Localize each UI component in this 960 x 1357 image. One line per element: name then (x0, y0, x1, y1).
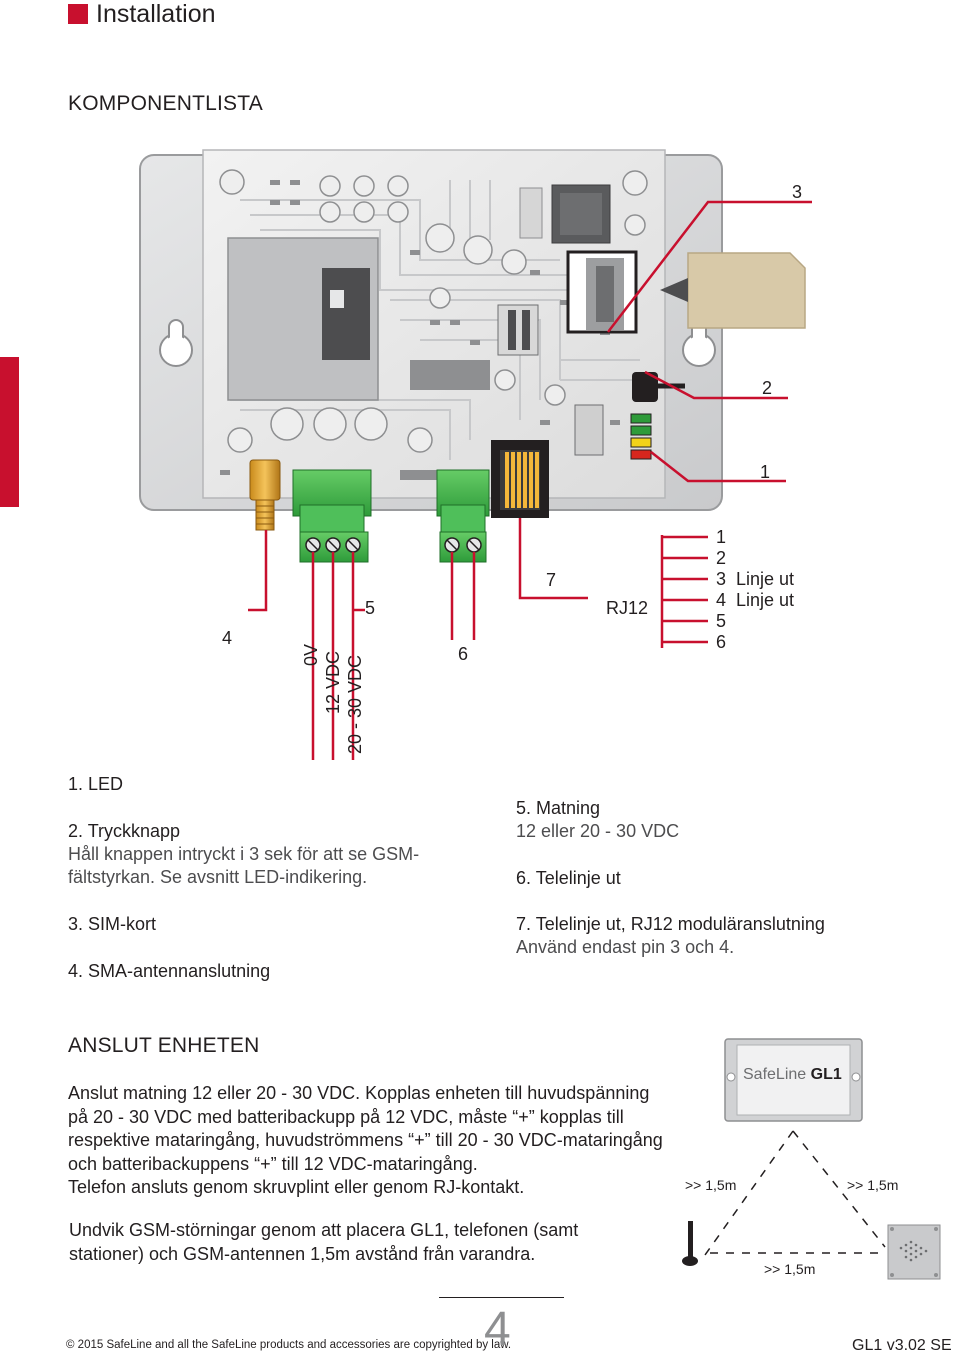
distance-label-right: >> 1,5m (847, 1177, 899, 1193)
text-line: respektive mataringång, huvudströmmens “… (68, 1130, 663, 1150)
side-tab-marker (0, 357, 19, 507)
callout-2: 2 (762, 378, 773, 398)
legend-item-6: 6. Telelinje ut (516, 867, 621, 890)
section-heading-komponentlista: KOMPONENTLISTA (68, 92, 263, 115)
rj12-pin-4: 4 Linje ut (716, 590, 795, 610)
rj12-pin-3: 3 Linje ut (716, 569, 795, 589)
legend-title: 1. LED (68, 774, 124, 794)
callout-1: 1 (760, 462, 771, 482)
section-heading-anslut-enheten: ANSLUT ENHETEN (68, 1034, 260, 1057)
callout-rj12: RJ12 (606, 598, 649, 618)
callout-3: 3 (792, 182, 803, 202)
footer-rule (439, 1297, 564, 1298)
device-diagram (139, 149, 812, 760)
placement-distance-figure (682, 1038, 941, 1280)
sma-antenna-connector (249, 459, 281, 531)
legend-title: 2. Tryckknapp (68, 821, 181, 841)
power-terminal-block (292, 469, 372, 563)
legend-desc: 12 eller 20 - 30 VDC (516, 821, 680, 841)
legend-title: 7. Telelinje ut, RJ12 moduläranslutning (516, 914, 825, 934)
page-number: 4 (484, 1303, 511, 1356)
rj12-pin-list: 1 2 3 Linje ut 4 Linje ut 5 6 (716, 527, 794, 653)
legend-title: 4. SMA-antennanslutning (68, 961, 271, 981)
device-brand-label: SafeLine GL1 (743, 1066, 842, 1084)
distance-label-bottom: >> 1,5m (764, 1261, 816, 1277)
text-line: stationer) och GSM-antennen 1,5m avstånd… (69, 1243, 536, 1264)
text-line: Telefon ansluts genom skruvplint eller g… (68, 1177, 525, 1197)
distance-triangle (704, 1130, 886, 1256)
power-label-20-30vdc: 20 - 30 VDC (345, 654, 365, 754)
gl1-device-icon (724, 1038, 863, 1122)
phone-terminal-block (436, 469, 490, 563)
page-title: Installation (96, 0, 216, 28)
connect-instructions: Anslut matning 12 eller 20 - 30 VDC. Kop… (68, 1082, 708, 1200)
rj12-jack (491, 440, 549, 518)
legend-item-1: 1. LED (68, 773, 123, 796)
legend-item-5: 5. Matning 12 eller 20 - 30 VDC (516, 797, 679, 843)
sim-card-slot (566, 250, 638, 334)
callout-5: 5 (365, 598, 376, 618)
doc-version: GL1 v3.02 SE (852, 1337, 952, 1354)
legend-item-4: 4. SMA-antennanslutning (68, 960, 270, 983)
gsm-interference-note: Undvik GSM-störningar genom att placera … (69, 1219, 669, 1266)
callout-6: 6 (458, 644, 469, 664)
legend-title: 5. Matning (516, 798, 601, 818)
mounting-hole-left (159, 319, 193, 367)
station-icon (887, 1224, 941, 1280)
legend-item-3: 3. SIM-kort (68, 913, 156, 936)
legend-item-7: 7. Telelinje ut, RJ12 moduläranslutning … (516, 913, 825, 959)
text-line: Undvik GSM-störningar genom att placera … (69, 1220, 579, 1240)
antenna-icon (682, 1221, 698, 1266)
callout-4: 4 (222, 628, 233, 648)
legend-desc: Använd endast pin 3 och 4. (516, 937, 735, 957)
legend-title: 6. Telelinje ut (516, 868, 621, 888)
device-brand: SafeLine (743, 1066, 807, 1083)
text-line: Anslut matning 12 eller 20 - 30 VDC. Kop… (68, 1083, 650, 1103)
text-line: och batteribackuppens “+” till 12 VDC-ma… (68, 1153, 478, 1174)
legend-desc: Håll knappen intryckt i 3 sek för att se… (68, 844, 420, 864)
legend-title: 3. SIM-kort (68, 914, 157, 934)
text-line: på 20 - 30 VDC med batteribackupp på 12 … (68, 1106, 624, 1127)
distance-label-left: >> 1,5m (685, 1177, 737, 1193)
rj12-pin-1: 1 (716, 527, 727, 547)
device-model: GL1 (810, 1066, 842, 1083)
header-accent-square (68, 4, 88, 24)
rj12-pin-5: 5 (716, 611, 727, 631)
mounting-hole-right (682, 319, 716, 367)
callout-7: 7 (546, 570, 557, 590)
callout-lines (248, 200, 812, 760)
power-label-0v: 0V (301, 643, 321, 667)
rj12-pin-2: 2 (716, 548, 727, 568)
led-indicators (630, 413, 652, 460)
legend-desc: fältstyrkan. Se avsnitt LED-indikering. (68, 867, 368, 887)
rj12-pin-6: 6 (716, 632, 727, 652)
power-label-12vdc: 12 VDC (323, 650, 343, 714)
sim-card (660, 252, 806, 329)
legend-item-2: 2. Tryckknapp Håll knappen intryckt i 3 … (68, 820, 419, 889)
copyright-text: © 2015 SafeLine and all the SafeLine pro… (66, 1339, 512, 1351)
